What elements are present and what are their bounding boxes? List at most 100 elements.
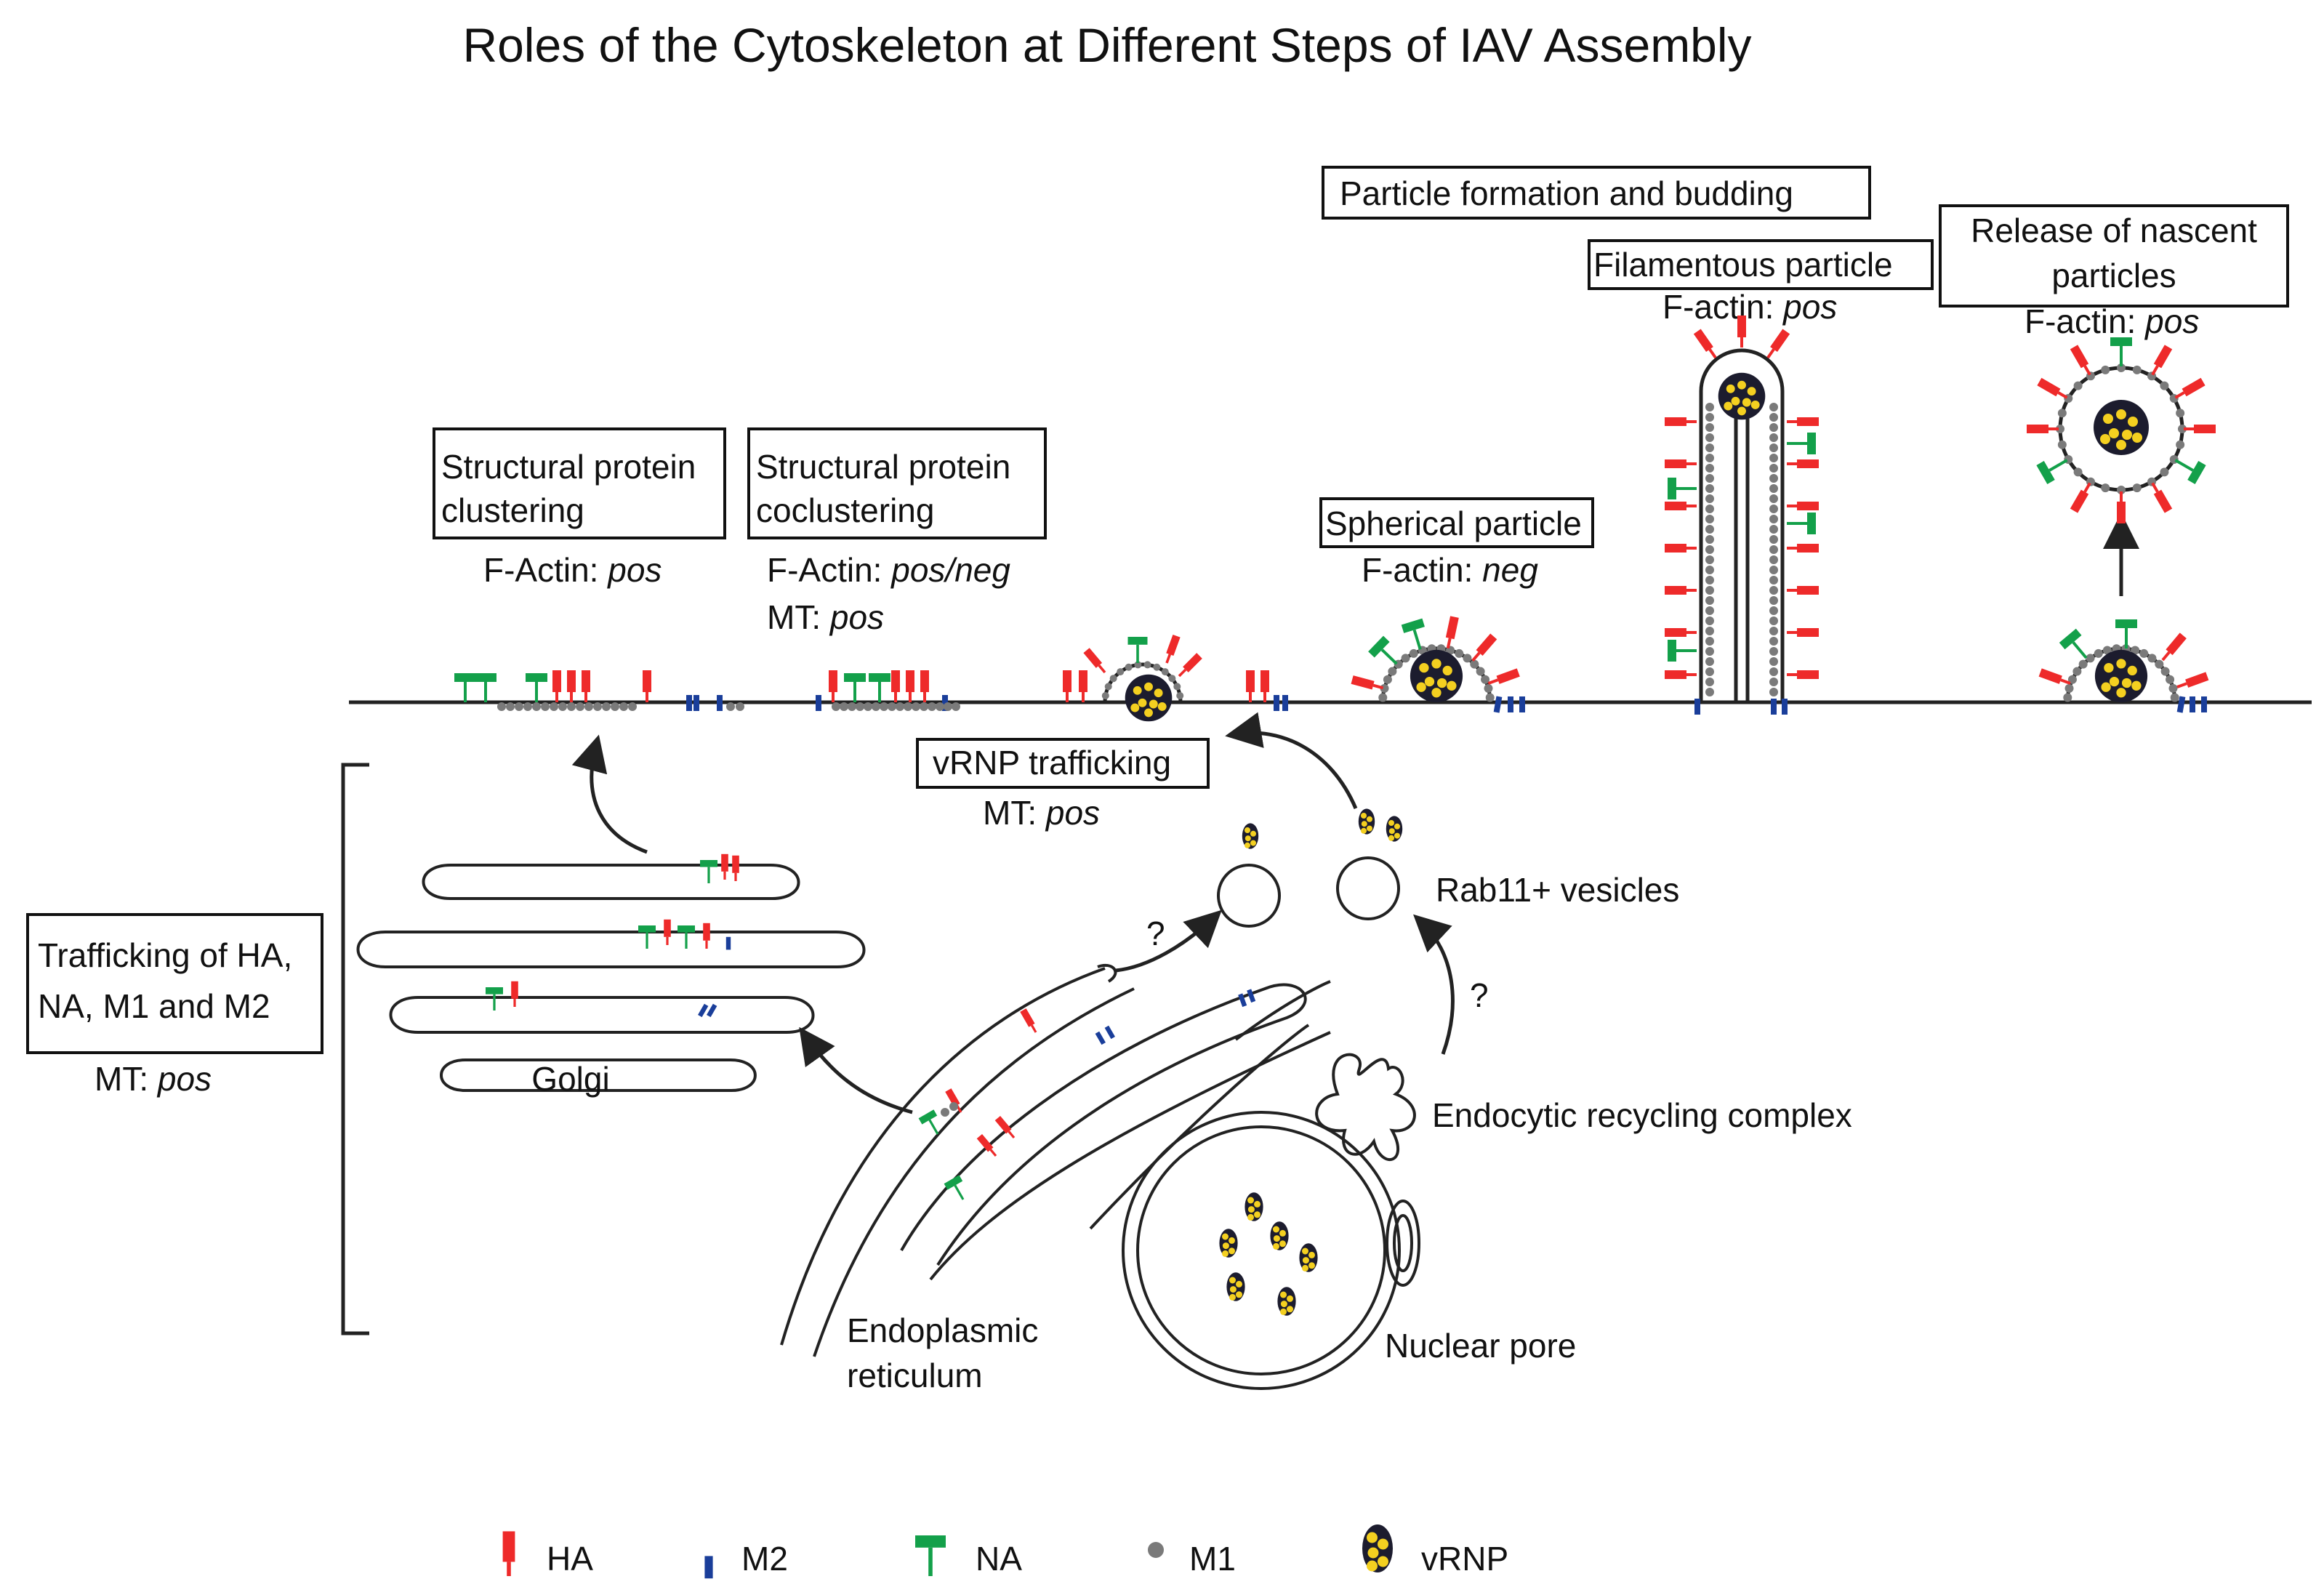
na-protein-icon (1368, 635, 1398, 665)
m1-protein-icon (1485, 693, 1495, 702)
m1-protein-icon (2117, 363, 2126, 372)
m1-protein-icon (1769, 576, 1778, 584)
m2-body (1247, 989, 1256, 1003)
m1-protein-icon (1705, 464, 1714, 473)
ha-head (703, 923, 710, 941)
vrnp-core (1287, 1306, 1293, 1313)
vrnp-core (2116, 440, 2126, 450)
vrnp-core (1247, 1206, 1255, 1213)
ha-protein-icon (2151, 482, 2173, 513)
m1-protein-icon (532, 702, 541, 711)
ha-protein-icon (1063, 670, 1071, 702)
ha-stalk (1098, 664, 1106, 674)
ha-head (2153, 489, 2173, 513)
ha-head (2166, 632, 2187, 656)
na-head (638, 925, 656, 933)
na-head (844, 673, 866, 682)
vrnp-core (1308, 1251, 1315, 1258)
nucleus: Nuclear pore (1122, 1111, 1576, 1390)
m1-protein-icon (1476, 667, 1485, 676)
vrnp-icon (1242, 823, 1259, 849)
m2-body (1782, 699, 1788, 715)
na-protein-icon (915, 1535, 946, 1576)
m1-protein-icon (736, 702, 744, 711)
m2-body (1493, 696, 1503, 713)
arrow-erc-to-vesicle (1413, 914, 1455, 1055)
trafficking-title-2: NA, M1 and M2 (38, 987, 270, 1025)
ha-protein-icon (552, 670, 561, 702)
ha-protein-icon (1020, 1008, 1037, 1033)
m1-protein-icon (848, 702, 856, 711)
m2-body (942, 695, 948, 711)
m1-protein-icon (1161, 668, 1169, 676)
erc-shape (1315, 1053, 1416, 1162)
ha-head (1665, 544, 1686, 553)
step-release: Release of nascent particles F-actin: po… (1939, 204, 2289, 340)
vrnp-core (2109, 676, 2120, 687)
m1-protein-icon (2056, 425, 2064, 433)
ha-head (920, 670, 929, 692)
na-head (2110, 337, 2132, 346)
m2-protein-icon (686, 695, 692, 711)
vrnp-core (1388, 835, 1394, 841)
ha-head (2194, 425, 2216, 433)
m1-protein-icon (2168, 683, 2178, 693)
m2-body (717, 695, 723, 711)
ha-head (1665, 459, 1686, 468)
ha-head (2070, 345, 2089, 369)
ha-stalk (2057, 391, 2068, 399)
ha-stalk (1487, 678, 1499, 685)
vrnp-core (1236, 1291, 1242, 1298)
ha-protein-icon (582, 670, 590, 702)
ha-protein-icon (1787, 459, 1819, 468)
nucleus-inner (1136, 1125, 1386, 1375)
m1-protein-icon (726, 702, 735, 711)
m2-protein-icon (725, 936, 731, 950)
ha-protein-icon (2161, 632, 2187, 662)
m1-protein-icon (888, 702, 896, 711)
m1-protein-icon (1481, 675, 1490, 684)
ha-protein-icon (1471, 633, 1497, 662)
m1-protein-icon (1380, 683, 1389, 693)
ha-protein-icon (1787, 417, 1819, 426)
m1-protein-icon (1705, 566, 1714, 574)
ha-head (1260, 670, 1269, 692)
ha-protein-icon (1351, 675, 1384, 690)
vrnp-core (1361, 813, 1367, 819)
vrnp-core (2103, 414, 2113, 424)
ha-stalk (2060, 678, 2071, 685)
vrnp-core (1133, 686, 1142, 695)
m1-protein-icon (2102, 646, 2112, 655)
vrnp-core (1431, 688, 1442, 698)
m2-body (725, 936, 731, 950)
ha-head (1737, 316, 1746, 337)
vrnp-core (1302, 1257, 1309, 1264)
m1-protein-icon (1769, 647, 1778, 656)
na-stalk (954, 1184, 965, 1200)
ha-head (1183, 653, 1202, 672)
ha-protein-icon (1260, 670, 1269, 702)
m1-protein-icon (1705, 474, 1714, 483)
release-title-2: particles (2051, 257, 2176, 294)
m1-protein-icon (1769, 443, 1778, 452)
ha-protein-icon (721, 853, 728, 880)
m1-protein-icon (904, 702, 912, 711)
clustering-box (433, 427, 726, 539)
vrnp-icon (1219, 1229, 1238, 1258)
vrnp-core (1447, 680, 1457, 691)
m1-protein-icon (1705, 586, 1714, 595)
m1-protein-icon (1769, 515, 1778, 523)
ha-protein-icon (2070, 345, 2091, 376)
ha-head (906, 670, 914, 692)
m1-protein-icon (1769, 667, 1778, 676)
m1-protein-icon (1117, 668, 1125, 676)
m2-protein-icon (1095, 1031, 1106, 1045)
na-protein-icon (1787, 433, 1816, 454)
m1-protein-icon (1769, 657, 1778, 666)
ha-protein-icon (1665, 544, 1697, 553)
vrnp-core (2116, 688, 2126, 698)
m1-protein-icon (928, 702, 936, 711)
vrnp-core (2127, 665, 2137, 676)
na-stalk (2072, 641, 2088, 659)
rab11-label: Rab11+ vesicles (1436, 871, 1679, 909)
